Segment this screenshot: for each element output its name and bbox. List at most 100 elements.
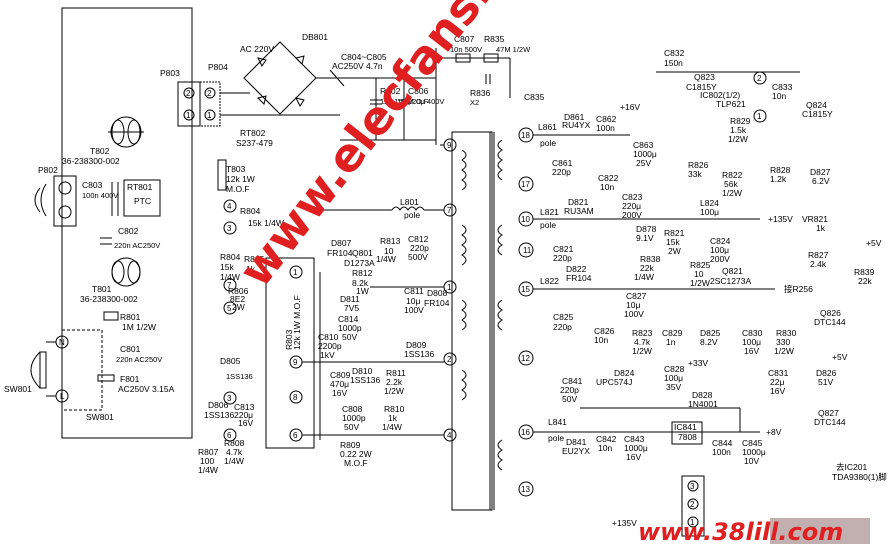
label-c810: C810 (318, 332, 339, 342)
label-p803: P803 (160, 68, 180, 78)
thermistor-rt802 (329, 69, 345, 87)
value-r822-a: 56k (724, 179, 738, 189)
value-r829-b: 1/2W (728, 134, 748, 144)
label-r830: R830 (776, 328, 797, 338)
value-c831-a: 22μ (770, 377, 784, 387)
value-c863-a: 1000μ (633, 149, 657, 159)
value-q824: C1815Y (802, 109, 833, 119)
label-l841: L841 (548, 417, 567, 427)
label-q821: Q821 (722, 266, 743, 276)
value-d807: FR104 (327, 248, 353, 258)
value-c812-b: 500V (408, 252, 428, 262)
value-q827: DTC144 (814, 417, 846, 427)
value-c825: 220p (553, 322, 572, 332)
label-c821: C821 (553, 244, 574, 254)
svg-text:1: 1 (757, 112, 762, 121)
value-r807-a: 100 (200, 456, 214, 466)
rail-to-ic201: 去IC201 (836, 462, 867, 472)
label-d825: D825 (700, 328, 721, 338)
label-c803: C803 (82, 180, 103, 190)
label-c808: C808 (342, 404, 363, 414)
label-d807: D807 (331, 238, 352, 248)
svg-text:1: 1 (293, 268, 298, 277)
value-r812-a: 8.2k (352, 278, 369, 288)
label-r806: R806 (228, 286, 249, 296)
label-l801: L801 (400, 197, 419, 207)
label-r835: C807 (454, 34, 475, 44)
svg-text:6: 6 (227, 431, 232, 440)
label-c832: C832 (664, 48, 685, 58)
label-c842: C842 (596, 434, 617, 444)
rail-p8v: +8V (766, 427, 782, 437)
value-c824-b: 200V (710, 254, 730, 264)
value-r838-a: 22k (640, 263, 654, 273)
label-c823: C823 (622, 192, 643, 202)
value-c829: 1n (666, 337, 676, 347)
connector-p803: 21 (177, 81, 201, 127)
value-q823: C1815Y (686, 82, 717, 92)
label-l821: L821 (540, 207, 559, 217)
connector-bottom (681, 475, 705, 537)
label-l822: L822 (540, 276, 559, 286)
primary-winding-9: 9 (443, 138, 467, 191)
value-c830-b: 16V (744, 346, 759, 356)
value-r825-a: 10 (694, 269, 704, 279)
value-r821-a: 15k (666, 237, 680, 247)
label-ac: SW801 (4, 384, 32, 394)
value-ic841: 7808 (678, 432, 697, 442)
value-r801: 1M 1/2W (122, 322, 156, 332)
label-p804: P804 (208, 62, 228, 72)
value-ic801: 12k 1W M.O.F (292, 295, 302, 350)
ptc-rt801 (123, 179, 161, 217)
value-l821: pole (540, 220, 556, 230)
value-r812-b: 1W (356, 286, 369, 296)
value-t801: 36-238300-002 (80, 294, 138, 304)
label-ic801: R803 (284, 329, 294, 350)
label-t801: T801 (92, 284, 112, 294)
svg-text:6: 6 (293, 431, 298, 440)
value-d861: RU4YX (562, 120, 591, 130)
label-d828: D828 (692, 390, 713, 400)
value-r813-b: 1/4W (376, 254, 396, 264)
label-vr821: VR821 (802, 214, 828, 224)
svg-text:2: 2 (207, 89, 212, 98)
label-c843: C843 (624, 434, 645, 444)
label-c806: R802 (380, 86, 401, 96)
value-q821: 2SC1273A (710, 276, 751, 286)
svg-text:1: 1 (186, 111, 191, 120)
value-r803-b: M.O.F (226, 184, 250, 194)
label-l824: L824 (700, 198, 719, 208)
value-d810: 1SS136 (350, 375, 381, 385)
value-c801: 220n AC250V (116, 355, 162, 364)
value-c833: 10n (772, 91, 786, 101)
svg-text:5: 5 (227, 304, 232, 313)
label-rt802: C804~C805 (341, 52, 387, 62)
label-r801: R801 (120, 312, 141, 322)
svg-text:2: 2 (757, 74, 762, 83)
value-c823-a: 220μ (622, 201, 641, 211)
value-r811-a: 2.2k (386, 377, 403, 387)
value-r810-a: 1k (388, 413, 398, 423)
value-c832: 150n (664, 58, 683, 68)
label-c830: C830 (742, 328, 763, 338)
value-c845-b: 10V (744, 456, 759, 466)
label-d810: D810 (352, 366, 373, 376)
value-c861: 220p (552, 167, 571, 177)
label-ic802a: R804 (240, 206, 261, 216)
value-q826: DTC144 (814, 317, 846, 327)
label-d811: D811 (340, 294, 360, 304)
label-f801: F801 (120, 374, 140, 384)
value-c811-b: 100V (404, 305, 424, 315)
value-r827: 2.4k (810, 259, 827, 269)
value-c811-a: 10μ (406, 296, 420, 306)
value-q801: D1273A (344, 258, 375, 268)
svg-text:4: 4 (447, 431, 452, 440)
label-r828: R828 (770, 165, 791, 175)
svg-text:13: 13 (521, 485, 530, 494)
value-c809-a: 470μ (330, 379, 349, 389)
value-c810-a: 2200p (318, 341, 342, 351)
label-c828: C828 (664, 364, 685, 374)
value-r804: 15k (220, 262, 234, 272)
svg-text:9: 9 (293, 358, 298, 367)
label-r822: R822 (722, 170, 743, 180)
